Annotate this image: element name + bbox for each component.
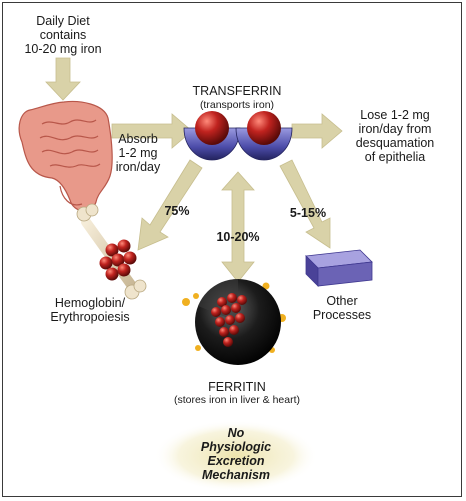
diet-label: Daily Diet contains 10-20 mg iron <box>24 14 102 56</box>
flow-arrows <box>45 57 343 283</box>
arrow-transferrin-ferritin <box>221 171 255 283</box>
arrow-absorb <box>111 113 193 149</box>
arrow-lose <box>291 113 343 149</box>
pct-ferritin: 10-20% <box>216 230 260 244</box>
other-processes-label: Other Processes <box>312 294 372 322</box>
transferrin-label: TRANSFERRIN (transports iron) <box>192 84 282 111</box>
process-box-icon <box>305 249 373 287</box>
iron-cluster-icon <box>99 239 137 281</box>
arrow-to-other <box>279 159 331 249</box>
lose-label: Lose 1-2 mg iron/day from desquamation o… <box>355 108 435 164</box>
iron-atom-icon <box>195 111 229 145</box>
ferritin-label: FERRITIN (stores iron in liver & heart) <box>173 380 301 406</box>
iron-atom-icon <box>247 111 281 145</box>
hemoglobin-label: Hemoglobin/ Erythropoiesis <box>50 296 130 324</box>
pct-hemoglobin: 75% <box>164 204 190 218</box>
pct-other: 5-15% <box>289 206 327 220</box>
no-excretion-label: No Physiologic Excretion Mechanism <box>200 426 272 482</box>
arrow-to-hemoglobin <box>137 159 203 251</box>
intestine-icon <box>18 100 113 212</box>
excretion-glow <box>154 420 318 492</box>
transferrin-icon <box>183 111 293 161</box>
arrow-diet-to-intestine <box>45 57 81 101</box>
absorb-label: Absorb 1-2 mg iron/day <box>115 132 161 174</box>
ferritin-sphere-icon <box>182 278 286 365</box>
